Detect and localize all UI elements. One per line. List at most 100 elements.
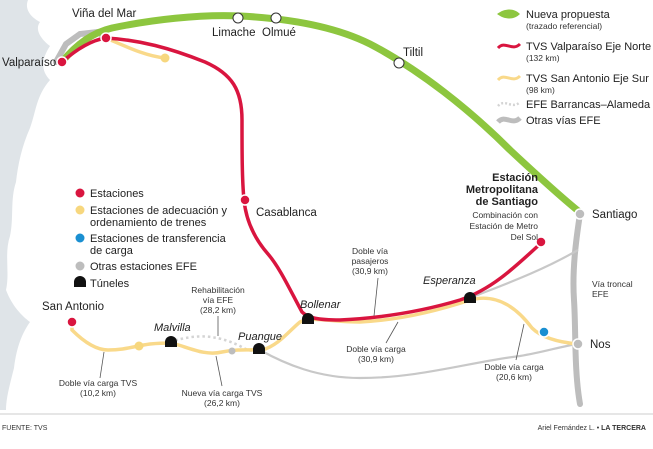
station-transferencia-carga[interactable] <box>538 326 550 338</box>
gray-dotted-line-icon <box>497 101 521 107</box>
legend-nueva-propuesta-sub: (trazado referencial) <box>526 21 602 31</box>
station-santiago[interactable] <box>574 208 586 220</box>
nueva-propuesta-line <box>58 12 586 218</box>
ann-pasajeros-3: (30,9 km) <box>352 266 388 276</box>
station-san-antonio[interactable] <box>66 316 78 328</box>
efe-thin-line-north <box>469 249 579 300</box>
footer-sep: • <box>595 425 601 432</box>
ann-pasajeros-2: pasajeros <box>352 256 389 266</box>
metro-title-2: Metropolitana <box>466 184 539 196</box>
tunnel-icon <box>74 276 86 287</box>
legend-tvs-san-antonio-sub: (98 km) <box>526 85 555 95</box>
tunnel-icon <box>302 313 314 324</box>
city-labels: Viña del Mar Valparaíso Limache Olmué Ti… <box>2 8 637 351</box>
footer-paper: LA TERCERA <box>601 425 646 432</box>
label-casablanca: Casablanca <box>256 207 317 219</box>
tvs-valparaiso-line <box>60 36 542 322</box>
ann-troncal-1: Vía troncal <box>592 279 633 289</box>
station-casablanca[interactable] <box>239 194 251 206</box>
ann-pasajeros-1: Doble vía <box>352 246 388 256</box>
gray-thick-line-icon <box>496 115 522 124</box>
label-malvilla: Malvilla <box>154 322 191 334</box>
gray-dot-icon <box>75 261 85 271</box>
blue-dot-icon <box>75 233 85 243</box>
tunnel-icon <box>464 292 476 303</box>
metro-note-2: Estación de Metro <box>469 221 538 231</box>
station-metropolitana[interactable] <box>535 236 547 248</box>
legend-efe-barrancas: EFE Barrancas–Alameda <box>526 99 651 111</box>
footer-author: Ariel Fernández L. <box>538 425 595 432</box>
station-olmue[interactable] <box>270 12 282 24</box>
pacific-coast <box>0 0 50 410</box>
red-dot-icon <box>75 188 85 198</box>
green-band-icon <box>497 9 520 19</box>
yellow-dot-icon <box>75 205 85 215</box>
station-tiltil[interactable] <box>393 57 405 69</box>
legend-adecuacion-1: Estaciones de adecuación y <box>90 205 227 217</box>
ann-carga-mid-2: (30,9 km) <box>358 354 394 364</box>
legend-tvs-valparaiso-sub: (132 km) <box>526 53 560 63</box>
label-vina: Viña del Mar <box>72 8 137 20</box>
label-santiago: Santiago <box>592 209 637 221</box>
estacion-metropolitana-label: Estación Metropolitana de Santiago Combi… <box>466 172 539 242</box>
metro-title-1: Estación <box>492 172 538 184</box>
ann-rehab-1: Rehabilitación <box>191 285 245 295</box>
station-valparaiso[interactable] <box>56 56 68 68</box>
ann-nueva-1: Nueva vía carga TVS <box>182 388 263 398</box>
station-adecuacion-south[interactable] <box>134 341 144 351</box>
tunnel-icon <box>253 343 265 354</box>
ann-carga-right-1: Doble vía carga <box>484 362 544 372</box>
ann-tvs-1: Doble vía carga TVS <box>59 378 138 388</box>
label-puangue: Puangue <box>238 331 282 343</box>
annotations: Doble vía pasajeros (30,9 km) Doble vía … <box>59 246 633 408</box>
stations <box>56 12 586 355</box>
legend-otras-estaciones: Otras estaciones EFE <box>90 261 197 273</box>
legend-nueva-propuesta: Nueva propuesta <box>526 9 611 21</box>
ann-nueva-leader <box>215 355 223 387</box>
efe-thin-line-south <box>259 342 579 380</box>
metro-title-3: de Santiago <box>476 196 539 208</box>
legend-tvs-san-antonio: TVS San Antonio Eje Sur <box>526 73 649 85</box>
ann-carga-mid-1: Doble vía carga <box>346 344 406 354</box>
tunnels <box>165 292 476 354</box>
ann-rehab-3: (28,2 km) <box>200 305 236 315</box>
label-esperanza: Esperanza <box>423 275 476 287</box>
legend-stations: Estaciones Estaciones de adecuación y or… <box>74 188 227 290</box>
legend-estaciones: Estaciones <box>90 188 144 200</box>
station-efe-other[interactable] <box>228 347 236 355</box>
ann-carga-right-2: (20,6 km) <box>496 372 532 382</box>
station-adecuacion-north[interactable] <box>160 53 170 63</box>
footer-credit: Ariel Fernández L. • LA TERCERA <box>538 425 646 432</box>
station-limache[interactable] <box>232 12 244 24</box>
label-bollenar: Bollenar <box>300 299 342 311</box>
metro-note-1: Combinación con <box>472 210 538 220</box>
ann-rehab-2: vía EFE <box>203 295 234 305</box>
legend-transferencia-1: Estaciones de transferencia <box>90 233 227 245</box>
ann-carga-right-leader <box>515 323 525 361</box>
label-limache: Limache <box>212 27 255 39</box>
red-line-icon <box>496 42 522 50</box>
ann-tvs-leader <box>99 351 105 379</box>
label-valparaiso: Valparaíso <box>2 57 56 69</box>
ann-tvs-2: (10,2 km) <box>80 388 116 398</box>
ann-pasajeros-leader <box>373 277 379 317</box>
footer-source: FUENTE: TVS <box>2 425 48 432</box>
ann-troncal-2: EFE <box>592 289 609 299</box>
efe-thin-lines <box>259 249 579 380</box>
legend-adecuacion-2: ordenamiento de trenes <box>90 217 207 229</box>
label-olmue: Olmué <box>262 27 296 39</box>
station-vina-del-mar[interactable] <box>100 32 112 44</box>
tunnel-icon <box>165 336 177 347</box>
ann-nueva-2: (26,2 km) <box>204 398 240 408</box>
metro-note-3: Del Sol <box>511 232 539 242</box>
legend-routes: Nueva propuesta (trazado referencial) TV… <box>496 9 651 127</box>
legend-tuneles: Túneles <box>90 278 130 290</box>
legend-otras-vias: Otras vías EFE <box>526 115 601 127</box>
station-nos[interactable] <box>572 338 584 350</box>
legend-tvs-valparaiso: TVS Valparaíso Eje Norte <box>526 41 651 53</box>
label-tiltil: Tiltil <box>403 47 423 59</box>
label-nos: Nos <box>590 339 611 351</box>
efe-line-santiago-south <box>570 211 583 407</box>
label-san-antonio: San Antonio <box>42 301 104 313</box>
